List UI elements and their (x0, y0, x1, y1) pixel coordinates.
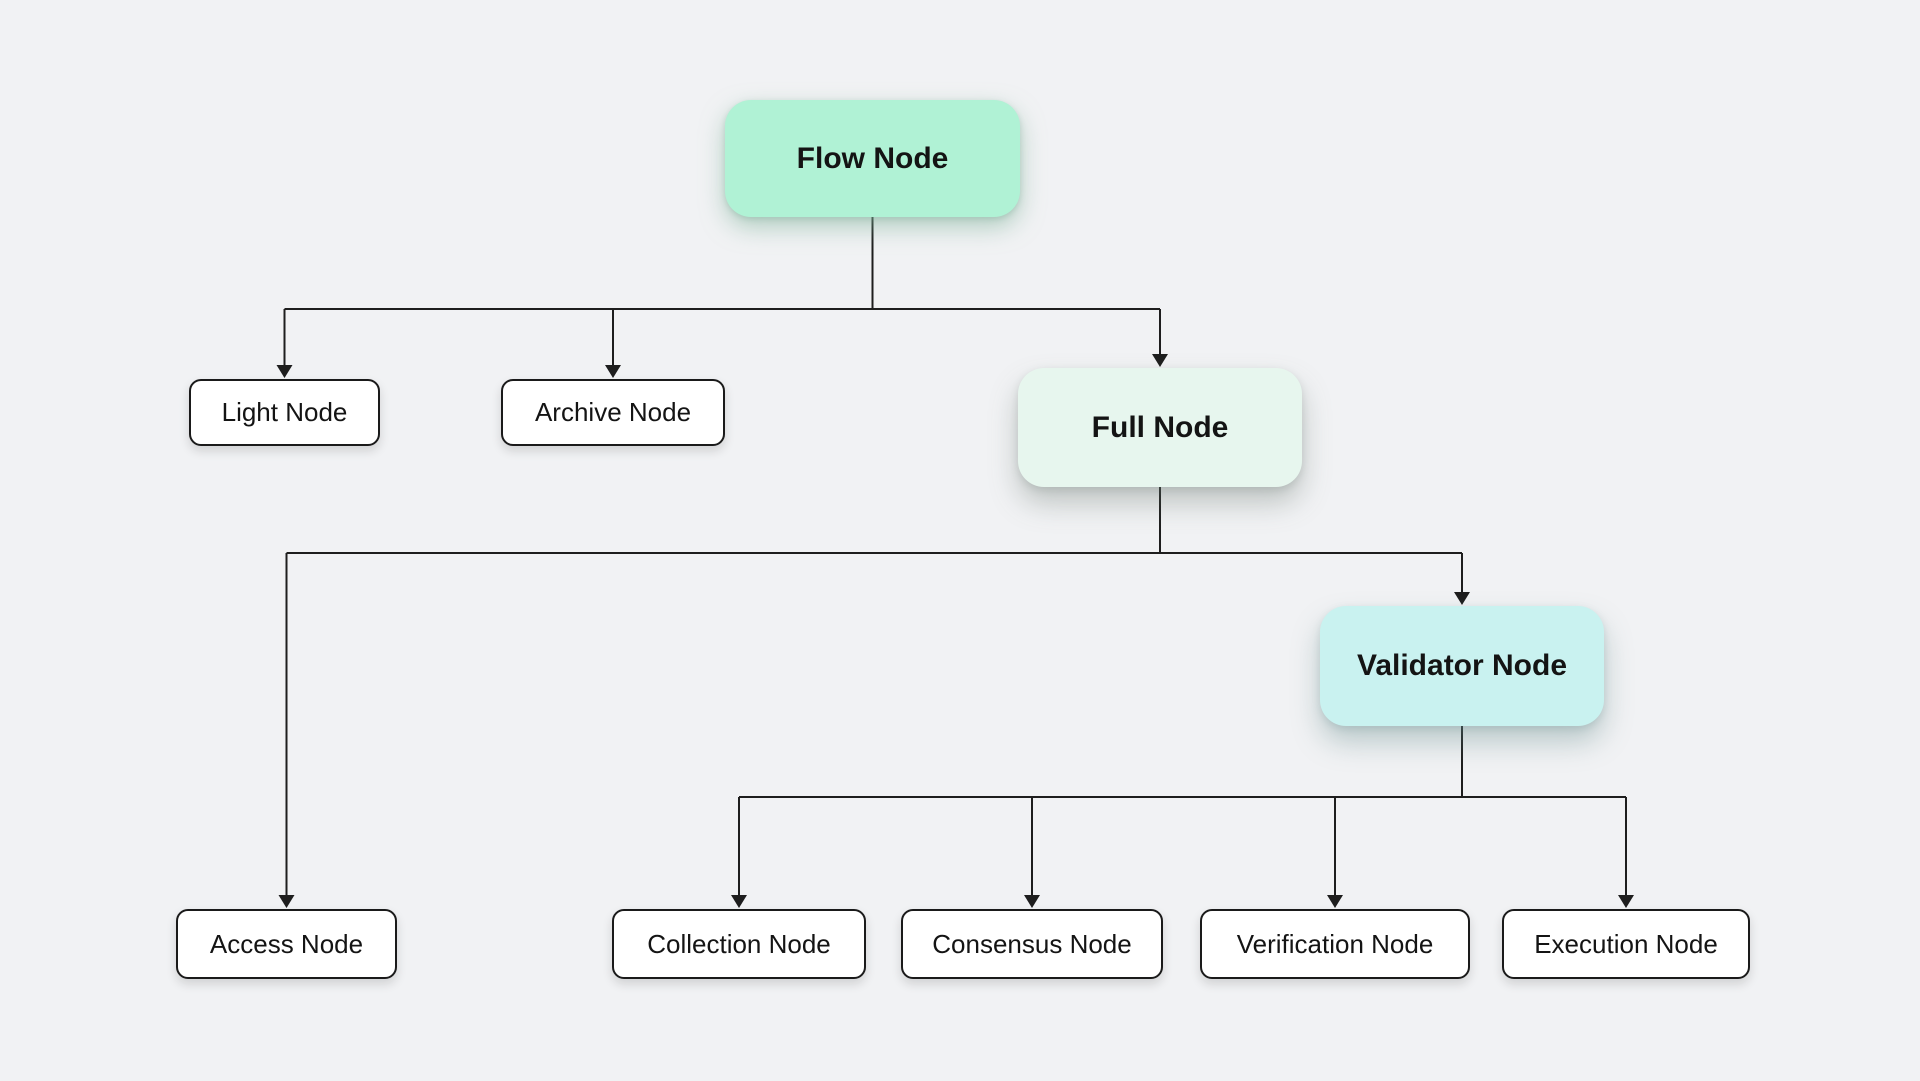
node-label: Full Node (1091, 410, 1229, 444)
node-label: Access Node (209, 928, 364, 959)
node-label: Flow Node (796, 141, 949, 175)
arrowhead-icon (1327, 895, 1343, 908)
node-label: Consensus Node (932, 928, 1132, 959)
node-execution: Execution Node (1502, 909, 1750, 979)
node-label: Verification Node (1236, 928, 1434, 959)
node-access: Access Node (176, 909, 397, 979)
node-label: Collection Node (647, 928, 831, 959)
arrowhead-icon (731, 895, 747, 908)
node-consensus: Consensus Node (901, 909, 1163, 979)
arrowhead-icon (605, 365, 621, 378)
node-collection: Collection Node (612, 909, 866, 979)
node-label: Validator Node (1356, 649, 1568, 682)
arrowhead-icon (278, 895, 295, 908)
node-label: Archive Node (534, 397, 692, 427)
arrowhead-icon (1024, 895, 1040, 908)
arrowhead-icon (1454, 592, 1470, 605)
node-label: Execution Node (1534, 928, 1718, 959)
arrowhead-icon (276, 365, 293, 378)
node-flow: Flow Node (725, 100, 1020, 217)
arrowhead-icon (1152, 354, 1168, 367)
node-validator: Validator Node (1320, 606, 1604, 726)
node-archive: Archive Node (501, 379, 725, 446)
arrowhead-icon (1618, 895, 1634, 908)
node-light: Light Node (189, 379, 380, 446)
node-verification: Verification Node (1200, 909, 1470, 979)
node-full: Full Node (1018, 368, 1302, 487)
node-label: Light Node (221, 397, 348, 427)
